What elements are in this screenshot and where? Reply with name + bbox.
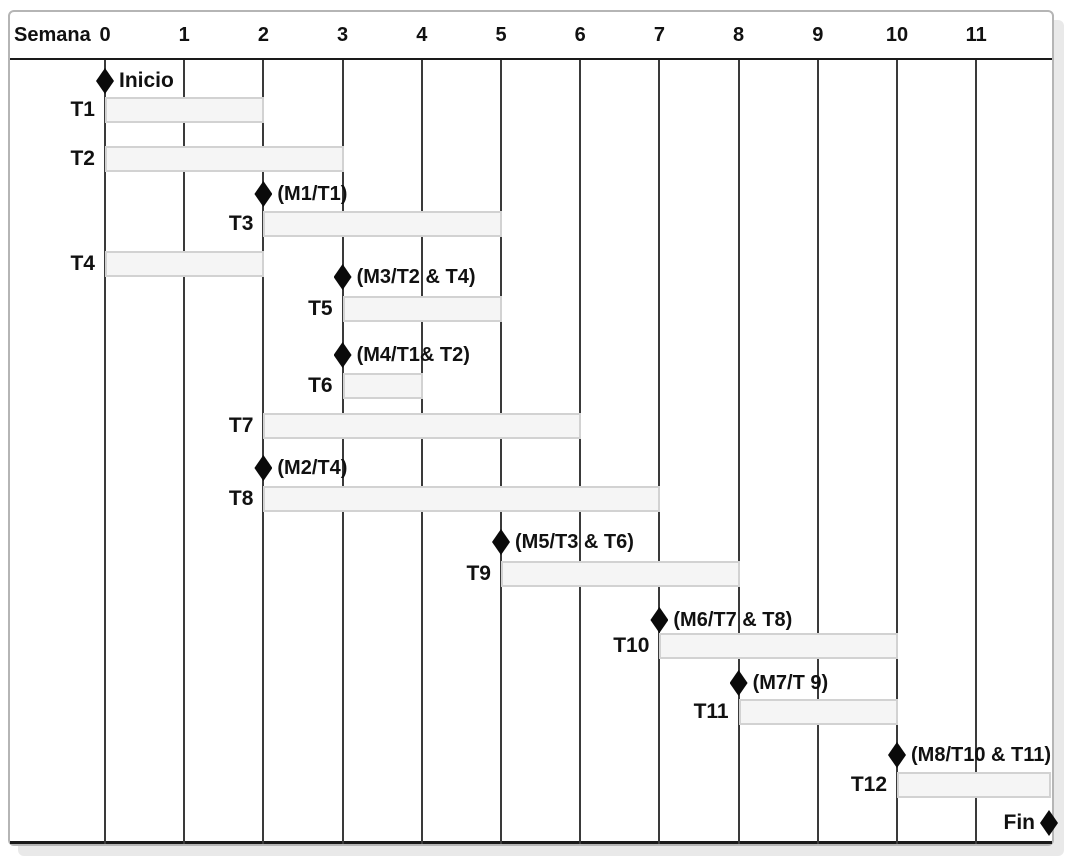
task-label-T4: T4 xyxy=(70,252,95,275)
week-gridline-10 xyxy=(896,60,898,844)
milestone-label-M3: (M3/T2 & T4) xyxy=(356,266,476,288)
week-gridline-1 xyxy=(183,60,186,844)
task-bar-T8 xyxy=(263,486,661,512)
week-label-6: 6 xyxy=(574,24,586,46)
task-label-T2: T2 xyxy=(70,147,95,170)
task-bar-T2 xyxy=(105,146,344,172)
task-label-T6: T6 xyxy=(308,374,333,397)
week-gridline-6 xyxy=(579,60,582,844)
week-gridline-3 xyxy=(341,60,344,844)
week-gridline-8 xyxy=(737,60,740,844)
milestone-label-M4: (M4/T1& T2) xyxy=(356,344,470,366)
axis-bottom-line xyxy=(10,841,1052,844)
task-bar-T11 xyxy=(738,699,898,725)
task-bar-T5 xyxy=(342,296,502,322)
diamond-icon-M3 xyxy=(333,264,352,290)
milestone-label-M5: (M5/T3 & T6) xyxy=(515,531,634,553)
task-bar-T4 xyxy=(105,251,265,277)
week-gridline-7 xyxy=(658,60,661,844)
diamond-icon-M5 xyxy=(492,529,510,555)
diamond-icon-Inicio xyxy=(96,68,114,94)
task-bar-T10 xyxy=(659,633,898,659)
task-label-T9: T9 xyxy=(466,562,491,585)
week-label-4: 4 xyxy=(416,24,428,46)
milestone-label-M7: (M7/T 9) xyxy=(752,672,829,694)
diamond-icon-M8 xyxy=(888,742,906,768)
week-gridline-11 xyxy=(975,60,978,844)
diamond-icon-M2 xyxy=(254,455,273,481)
task-bar-T9 xyxy=(501,561,740,587)
diamond-icon-M1 xyxy=(254,181,273,207)
week-gridline-2 xyxy=(262,60,265,844)
milestone-label-M1: (M1/T1) xyxy=(277,183,348,205)
task-label-T5: T5 xyxy=(308,297,333,320)
week-label-5: 5 xyxy=(495,24,507,46)
week-gridline-9 xyxy=(816,60,819,844)
task-label-T8: T8 xyxy=(228,487,254,510)
week-label-0: 0 xyxy=(99,24,111,46)
week-label-1: 1 xyxy=(178,24,190,46)
milestone-label-M6: (M6/T7 & T8) xyxy=(673,609,793,631)
milestone-label-M2: (M2/T4) xyxy=(277,457,348,479)
milestone-label-Fin: Fin xyxy=(1003,811,1036,834)
week-label-8: 8 xyxy=(733,24,745,46)
task-label-T11: T11 xyxy=(693,700,729,723)
task-label-T3: T3 xyxy=(228,212,254,235)
task-label-T7: T7 xyxy=(228,414,254,437)
week-label-2: 2 xyxy=(257,24,269,46)
week-label-10: 10 xyxy=(885,24,909,46)
week-label-11: 11 xyxy=(965,24,987,46)
week-gridline-0 xyxy=(104,60,106,844)
week-gridline-5 xyxy=(500,60,502,844)
diamond-icon-M7 xyxy=(729,670,748,696)
milestone-label-Inicio: Inicio xyxy=(119,69,174,92)
task-bar-T3 xyxy=(263,211,502,237)
week-axis-header: Semana 0 1 2 3 4 5 6 7 8 9 10 11 xyxy=(10,12,1052,60)
task-label-T12: T12 xyxy=(850,773,887,796)
week-label-9: 9 xyxy=(812,24,824,46)
week-label-3: 3 xyxy=(337,24,349,46)
task-bar-T7 xyxy=(263,413,582,439)
diamond-icon-Fin xyxy=(1040,810,1058,836)
task-label-T10: T10 xyxy=(613,634,650,657)
task-label-T1: T1 xyxy=(70,98,95,121)
week-gridline-4 xyxy=(420,60,423,844)
task-bar-T6 xyxy=(342,373,423,399)
milestone-label-M8: (M8/T10 & T11) xyxy=(911,744,1052,766)
semana-axis-label: Semana xyxy=(14,24,91,46)
task-bar-T12 xyxy=(897,772,1051,798)
diamond-icon-M6 xyxy=(650,607,669,633)
week-label-7: 7 xyxy=(653,24,665,46)
task-bar-T1 xyxy=(105,97,265,123)
diamond-icon-M4 xyxy=(333,342,352,368)
